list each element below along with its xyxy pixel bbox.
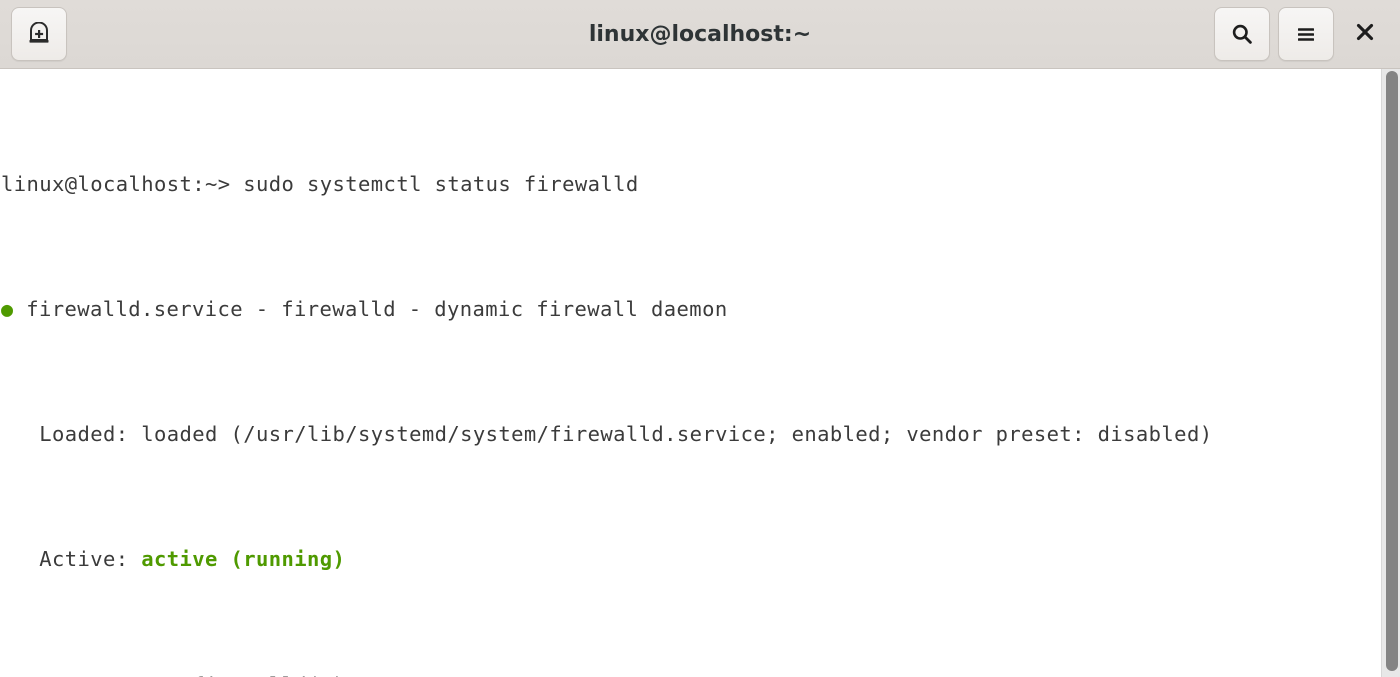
- terminal-scrollbar[interactable]: [1375, 69, 1400, 677]
- terminal-area: linux@localhost:~> sudo systemctl status…: [0, 69, 1400, 677]
- scrollbar-thumb[interactable]: [1386, 71, 1398, 671]
- hamburger-menu-icon: [1294, 22, 1318, 46]
- menu-button[interactable]: [1278, 7, 1334, 61]
- window-title: linux@localhost:~: [588, 21, 812, 47]
- unit-header-text: firewalld.service - firewalld - dynamic …: [13, 297, 728, 322]
- search-icon: [1230, 22, 1254, 46]
- close-icon: [1352, 19, 1378, 49]
- terminal-line-unit-header: ● firewalld.service - firewalld - dynami…: [1, 294, 1376, 325]
- active-status-value: active (running): [141, 547, 346, 572]
- terminal-line-docs: Docs: man:firewalld(1): [1, 670, 1376, 677]
- close-button[interactable]: [1342, 7, 1388, 61]
- scrollbar-track[interactable]: [1381, 69, 1400, 677]
- window-titlebar: linux@localhost:~: [0, 0, 1400, 69]
- active-label: Active:: [1, 547, 142, 572]
- terminal-line-active: Active: active (running): [1, 544, 1376, 575]
- terminal-output[interactable]: linux@localhost:~> sudo systemctl status…: [0, 69, 1376, 677]
- titlebar-right-controls: [1214, 7, 1388, 61]
- search-button[interactable]: [1214, 7, 1270, 61]
- new-terminal-icon: [27, 22, 51, 46]
- service-status-bullet-icon: ●: [1, 297, 14, 322]
- terminal-line-loaded: Loaded: loaded (/usr/lib/systemd/system/…: [1, 422, 1213, 447]
- new-terminal-button[interactable]: [11, 7, 67, 61]
- titlebar-left-controls: [11, 7, 67, 61]
- terminal-line-command: linux@localhost:~> sudo systemctl status…: [1, 171, 639, 196]
